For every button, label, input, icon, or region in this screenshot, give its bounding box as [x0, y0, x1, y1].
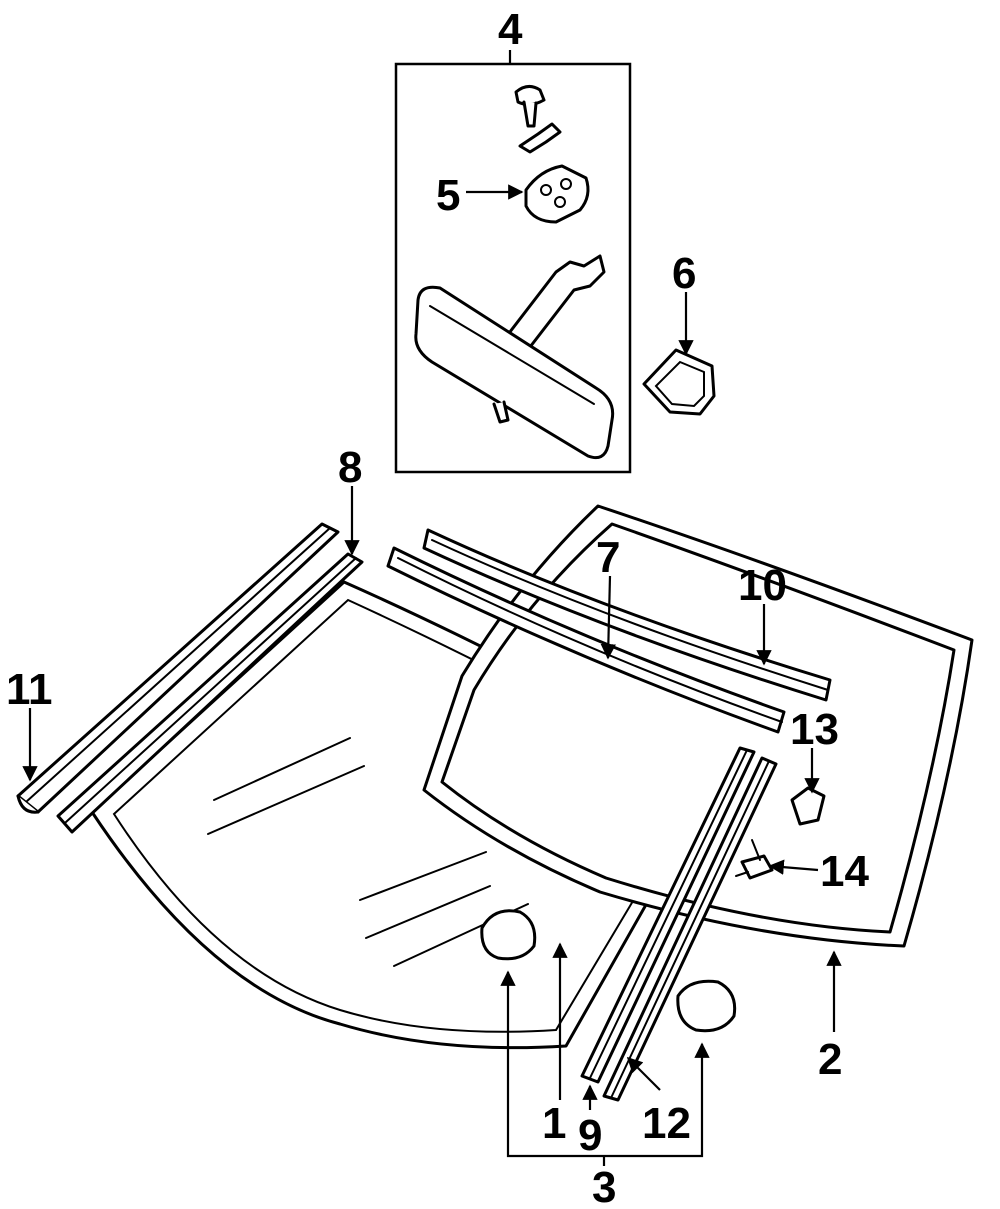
side-molding-11 [16, 522, 340, 814]
callout-14: 14 [820, 847, 869, 896]
visor-clip [642, 348, 716, 416]
rearview-mirror [414, 285, 615, 460]
leader-12 [626, 1056, 661, 1091]
callout-1: 1 [542, 1099, 566, 1148]
callout-5: 5 [436, 171, 460, 220]
callout-7: 7 [596, 533, 620, 582]
callout-8: 8 [338, 443, 362, 492]
leader-14 [768, 859, 819, 875]
callout-11: 11 [6, 665, 53, 714]
mirror-mount-base [524, 164, 590, 224]
spacer-block-right [676, 979, 737, 1033]
spacer-block-left [480, 909, 537, 961]
mirror-arm [494, 254, 606, 362]
mirror-screw [514, 85, 546, 128]
upper-molding-10 [422, 528, 832, 702]
mirror-clip [518, 122, 562, 154]
callout-12: 12 [642, 1099, 691, 1148]
windshield-gasket [422, 504, 974, 948]
upper-molding-7 [386, 546, 786, 734]
callout-6: 6 [672, 249, 696, 298]
mirror-group-box [394, 62, 632, 474]
callout-4: 4 [498, 5, 523, 54]
leader-7 [600, 575, 617, 660]
side-molding-8 [56, 552, 364, 834]
callout-3: 3 [592, 1163, 616, 1209]
callout-9: 9 [578, 1111, 602, 1160]
callout-13: 13 [790, 705, 839, 754]
callout-10: 10 [738, 561, 787, 610]
callout-2: 2 [818, 1035, 842, 1084]
